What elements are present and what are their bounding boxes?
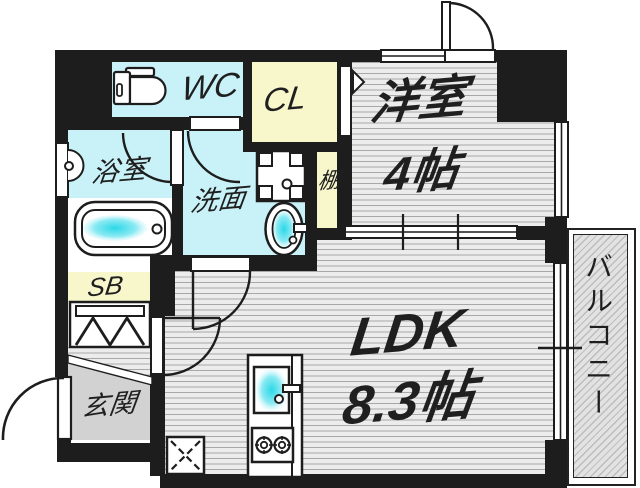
wall-wc-cl-divider (243, 62, 252, 152)
sliding-partition-icon (344, 214, 518, 250)
ldk-balcony-window-icon (538, 262, 582, 441)
bathroom-label: 浴室 (89, 153, 149, 189)
wall-topright-block (497, 50, 567, 122)
cl-label: CL (261, 78, 309, 119)
washing-machine-pan-icon (255, 149, 307, 203)
entrance-door-swing (1, 375, 73, 441)
balcony-label: バルコニー (582, 252, 613, 422)
ldk-floor (163, 238, 556, 476)
bathtub-icon (73, 200, 174, 257)
closet-folding-door-icon (68, 300, 152, 349)
refrigerator-space-icon (165, 435, 206, 476)
bathroom-window-icon (55, 142, 85, 198)
toilet-icon (112, 66, 167, 106)
bathroom-door-swing (121, 129, 184, 186)
washroom-label: 洗面 (188, 182, 248, 218)
ldk-label: LDK (347, 298, 468, 368)
shelf-label: 棚 (316, 167, 342, 194)
closet-room (252, 62, 337, 142)
hall-ldk-door-swing (150, 316, 222, 377)
western-room-size-label: 4帖 (381, 141, 462, 202)
western-room-right-window-icon (554, 121, 569, 218)
shelf-room (317, 150, 340, 228)
wall-cl-bottom (243, 142, 352, 152)
wall-entrance-bottom (57, 443, 165, 462)
cl-door-arrow-icon (339, 65, 366, 137)
stove-icon (250, 426, 295, 464)
western-room-top-window-icon (380, 49, 446, 63)
western-room-door-swing (441, 1, 496, 63)
kitchen-sink-icon (252, 365, 301, 415)
wall-left (55, 50, 68, 377)
wall-right-low (545, 440, 567, 477)
washbasin-icon (264, 201, 308, 257)
balcony-deck (573, 234, 628, 478)
wall-notch (163, 271, 175, 316)
entrance-step-line (67, 354, 153, 386)
wc-label: WC (179, 65, 242, 109)
shoe-box-label: SB (85, 269, 125, 303)
entrance-label: 玄関 (79, 387, 139, 423)
wall-bath-washroom (172, 130, 183, 258)
western-room-label: 洋室 (368, 69, 470, 130)
wall-right-mid (545, 217, 567, 263)
ldk-size-label: 8.3帖 (339, 365, 478, 437)
shoe-box-room (68, 272, 150, 302)
wc-door-swing (186, 116, 241, 184)
washroom-door-swing (190, 256, 252, 331)
